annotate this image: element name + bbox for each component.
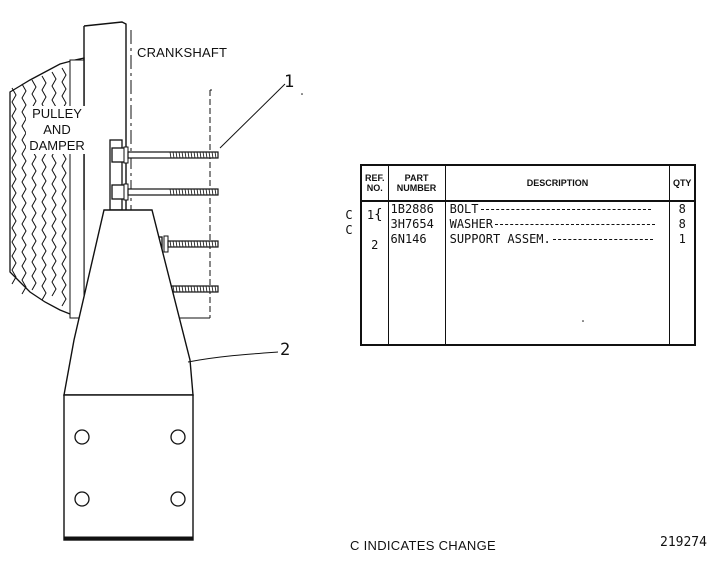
ref-no-cell — [362, 223, 388, 238]
header-description: DESCRIPTION — [445, 166, 671, 202]
table-header-row: REF. NO. PART NUMBER DESCRIPTION QTY — [362, 166, 694, 202]
change-marker: C — [345, 223, 353, 237]
dot-leader — [494, 224, 655, 225]
table-body-row: 1{ 2 1B2886 3H7654 6N146 BOLT WASHER — [362, 201, 694, 344]
change-marker-column: C C — [342, 208, 356, 253]
description-value: BOLT — [449, 202, 479, 216]
header-ref-no: REF. NO. — [362, 166, 389, 202]
description-value: WASHER — [449, 217, 493, 231]
callout-2: 2 — [280, 340, 291, 360]
ref-no-value: 1 — [366, 208, 375, 222]
qty-column: 8 8 1 — [670, 201, 694, 344]
pulley-label-line: PULLEY — [32, 106, 82, 121]
description-cell: BOLT — [446, 202, 670, 217]
description-cell: WASHER — [446, 217, 670, 232]
figure-number: 219274 — [660, 535, 707, 550]
header-part-number: PART NUMBER — [388, 166, 446, 202]
change-marker: C — [345, 208, 353, 222]
dot-leader — [552, 239, 653, 240]
ref-no-cell: 1{ — [362, 208, 388, 223]
support-assembly-illustration — [63, 209, 194, 541]
part-number-cell: 6N146 — [390, 232, 427, 246]
part-number-cell: 3H7654 — [390, 217, 434, 231]
qty-cell: 8 — [678, 202, 686, 216]
callout-1: 1 — [284, 72, 295, 92]
dot-leader — [480, 209, 651, 210]
description-cell: SUPPORT ASSEM. — [446, 232, 670, 247]
pulley-damper-illustration — [9, 57, 85, 319]
pulley-groove — [11, 87, 17, 285]
description-column: BOLT WASHER SUPPORT ASSEM. — [445, 201, 671, 344]
engine-block-outline — [168, 89, 212, 319]
qty-cell: 8 — [678, 217, 686, 231]
callout-leaders — [187, 83, 286, 363]
description-value: SUPPORT ASSEM. — [449, 232, 551, 246]
bolt — [111, 146, 219, 164]
pulley-label-line: DAMPER — [29, 138, 85, 153]
ref-column: 1{ 2 — [362, 201, 389, 344]
change-note: C INDICATES CHANGE — [350, 538, 497, 553]
pulley-damper-label: PULLEY AND DAMPER — [26, 106, 88, 154]
bracket-mark: { — [374, 208, 383, 223]
header-qty: QTY — [669, 166, 694, 202]
part-number-cell: 1B2886 — [390, 202, 434, 216]
pulley-label-line: AND — [43, 122, 71, 137]
ref-no-cell: 2 — [371, 238, 379, 252]
qty-cell: 1 — [678, 232, 686, 246]
part-number-column: 1B2886 3H7654 6N146 — [388, 201, 446, 344]
crankshaft-label: CRANKSHAFT — [137, 45, 228, 60]
bolt — [111, 183, 219, 201]
parts-list-table: REF. NO. PART NUMBER DESCRIPTION QTY 1{ … — [360, 164, 696, 346]
change-marker — [342, 238, 356, 253]
